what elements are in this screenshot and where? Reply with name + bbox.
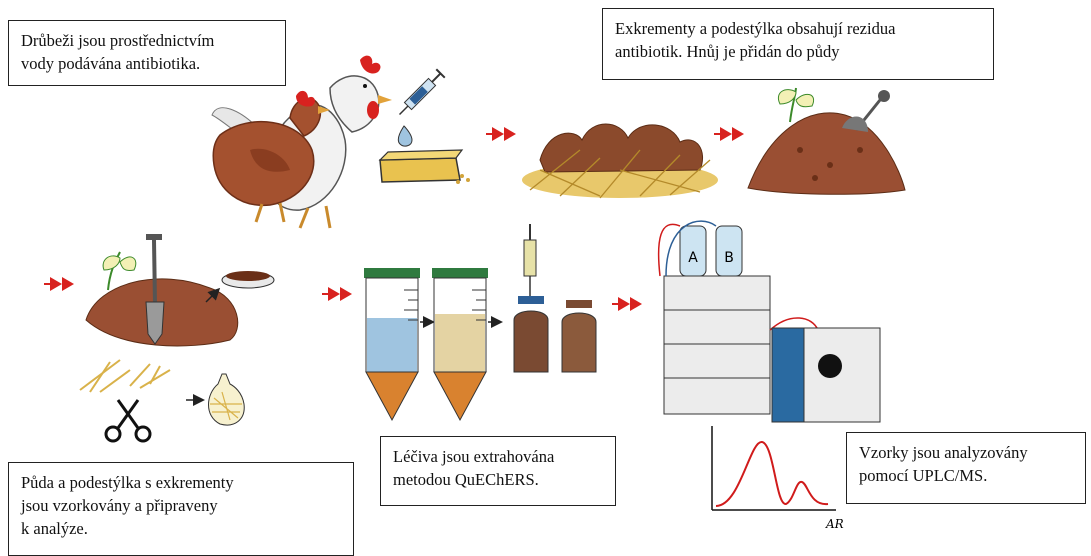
ms-detector-icon [772, 328, 880, 422]
vial-icon [562, 300, 596, 372]
red-flow-arrow-icon [486, 127, 516, 141]
red-flow-arrow-icon [612, 297, 642, 311]
feed-trough-icon [380, 150, 470, 184]
soil-heap-icon [748, 88, 905, 194]
centrifuge-tube-icon [364, 268, 420, 420]
chromatogram-icon: AR [712, 426, 844, 531]
soil-sampling-area [86, 234, 274, 346]
sample-bag-icon [209, 374, 245, 425]
red-flow-arrow-icon [322, 287, 352, 301]
centrifuge-tube-icon [432, 268, 488, 420]
sample-dish-icon [222, 271, 274, 288]
hens-illustration [212, 56, 392, 228]
syringe-icon [524, 224, 536, 296]
red-flow-arrow-icon [714, 127, 744, 141]
bottle-a-label: A [688, 250, 698, 266]
straw-icon [80, 360, 170, 392]
chromatogram-axis-label: AR [825, 517, 844, 531]
scissors-icon [106, 400, 150, 441]
vial-icon [514, 296, 548, 372]
red-flow-arrow-icon [44, 277, 74, 291]
syringe-icon [395, 69, 444, 118]
manure-litter-icon [522, 124, 718, 198]
bottle-b-label: B [724, 250, 734, 266]
